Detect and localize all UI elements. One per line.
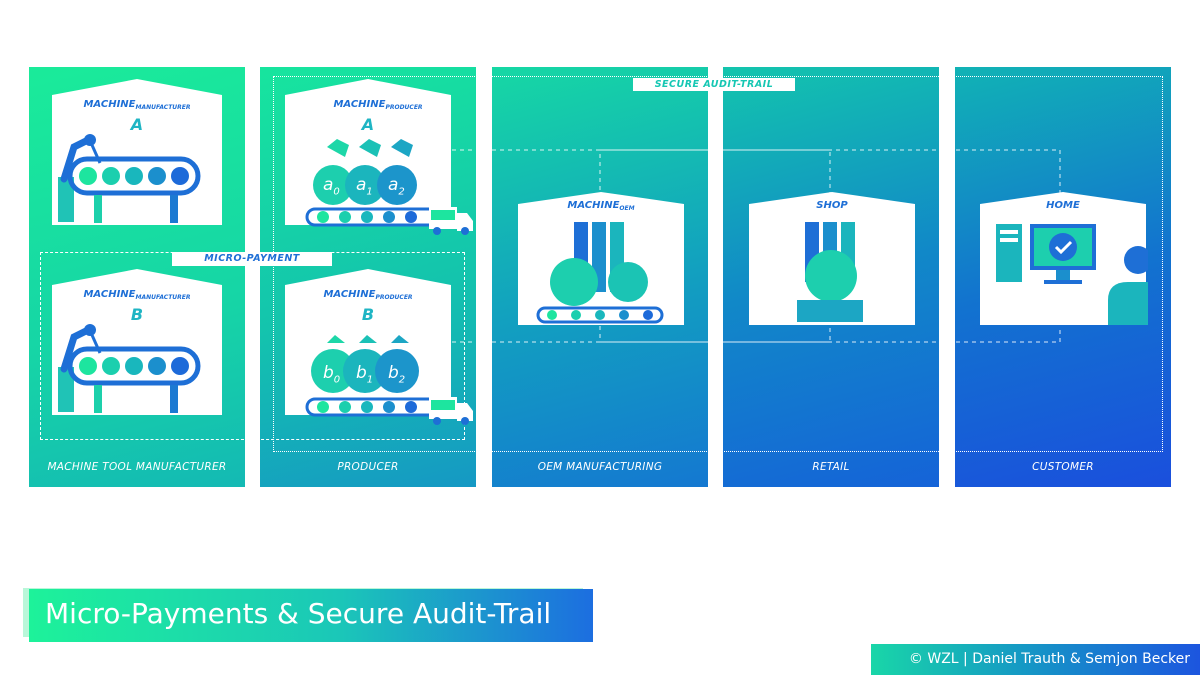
goods-label-a2: a2 <box>388 175 405 198</box>
conveyor-icon <box>67 156 201 223</box>
factory-title: HOME <box>1046 200 1080 211</box>
factory-producer-b: MACHINEPRODUCER B b0 b1 b2 <box>283 267 473 427</box>
factory-title: MACHINEOEM <box>567 200 635 212</box>
factory-building <box>980 192 1148 325</box>
footer-title-banner: Micro-Payments & Secure Audit-Trail <box>29 589 593 642</box>
factory-building <box>285 269 473 425</box>
conveyor-icon <box>536 306 664 324</box>
goods-label-b2: b2 <box>388 363 406 386</box>
factory-machine-manufacturer-a: MACHINEMANUFACTURER A <box>50 77 224 227</box>
conveyor-icon <box>305 397 439 417</box>
goods-label-b0: b0 <box>323 363 341 386</box>
factory-building <box>285 79 473 235</box>
gear-icon <box>550 258 648 306</box>
factory-machine-manufacturer-b: MACHINEMANUFACTURER B <box>50 267 224 417</box>
factory-letter: B <box>130 305 144 324</box>
factory-letter: A <box>361 115 375 134</box>
truck-icon <box>429 207 473 235</box>
column-label: CUSTOMER <box>1032 461 1094 473</box>
factory-home: HOME <box>978 190 1148 327</box>
secure-audit-trail-tag: SECURE AUDIT-TRAIL <box>633 78 795 91</box>
factory-letter: B <box>361 305 375 324</box>
credit-text: © WZL | Daniel Trauth & Semjon Becker <box>908 651 1190 667</box>
gear-bag-icon <box>311 335 419 393</box>
factory-title: SHOP <box>816 200 848 211</box>
conveyor-icon <box>67 346 201 413</box>
footer-title: Micro-Payments & Secure Audit-Trail <box>45 597 552 630</box>
column-label: RETAIL <box>812 461 850 473</box>
conveyor-icon <box>305 207 439 227</box>
goods-label-b1: b1 <box>356 363 374 386</box>
computer-tower-icon <box>996 224 1022 282</box>
factory-building <box>52 269 222 415</box>
gear-bag-icon <box>313 139 417 205</box>
goods-label-a1: a1 <box>356 175 373 198</box>
factory-title: MACHINEMANUFACTURER <box>83 289 191 301</box>
factory-title: MACHINEPRODUCER <box>333 99 423 111</box>
factory-building <box>52 79 222 225</box>
goods-label-a0: a0 <box>323 175 340 198</box>
person-icon <box>1108 246 1148 325</box>
factory-building <box>749 192 915 325</box>
factory-letter: A <box>130 115 144 134</box>
factory-title: MACHINEPRODUCER <box>323 289 413 301</box>
truck-icon <box>429 397 473 425</box>
factory-producer-a: MACHINEPRODUCER A a0 a1 a2 <box>283 77 473 237</box>
factory-oem: MACHINEOEM <box>516 190 686 327</box>
credit-banner: © WZL | Daniel Trauth & Semjon Becker <box>871 644 1200 675</box>
gear-icon <box>805 250 857 302</box>
column-label: PRODUCER <box>337 461 399 473</box>
monitor-check-icon <box>1030 224 1096 284</box>
shop-counter <box>797 300 863 322</box>
factory-shop: SHOP <box>747 190 917 327</box>
micro-payment-tag: MICRO-PAYMENT <box>172 252 332 266</box>
factory-building <box>518 192 684 325</box>
factory-title: MACHINEMANUFACTURER <box>83 99 191 111</box>
column-label: MACHINE TOOL MANUFACTURER <box>47 461 227 473</box>
column-label: OEM MANUFACTURING <box>537 461 663 473</box>
